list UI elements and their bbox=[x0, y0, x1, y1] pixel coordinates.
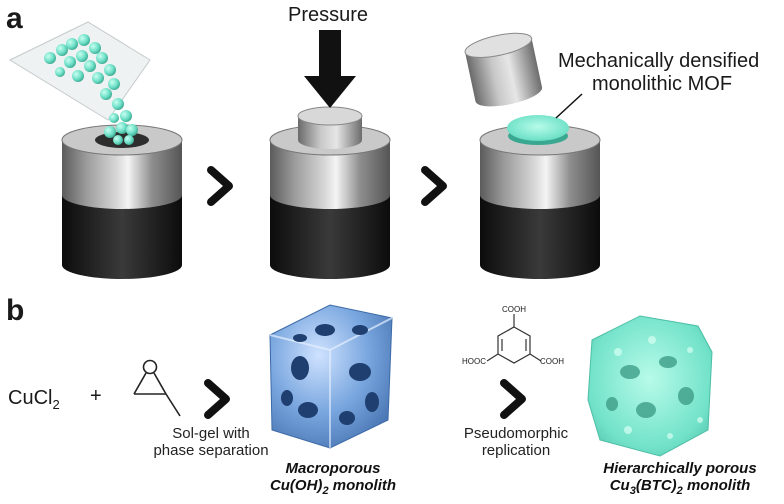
step2-label-line2: replication bbox=[481, 442, 551, 459]
precursor-cucl2: CuCl2 bbox=[8, 387, 60, 416]
densified-mof-label-line2: monolithic MOF bbox=[592, 73, 733, 95]
btc-linker-structure bbox=[486, 314, 542, 364]
product1-label-line2: Cu(OH)2 monolith bbox=[262, 477, 404, 500]
product2-label-line2: Cu3(BTC)2 monolith bbox=[580, 477, 780, 500]
product2-formula-sub2: 2 bbox=[676, 485, 683, 497]
panel-label-a: a bbox=[6, 2, 23, 35]
pressure-label: Pressure bbox=[288, 4, 369, 26]
mof-powder-particles bbox=[44, 34, 138, 145]
linker-cooh-top: COOH bbox=[502, 305, 526, 314]
chevron-arrow-icon bbox=[204, 379, 230, 419]
product2-formula-b: (BTC) bbox=[635, 477, 677, 494]
linker-cooh-right: COOH bbox=[540, 357, 564, 366]
step1-label-line2: phase separation bbox=[153, 442, 269, 459]
precursor-salt-subscript: 2 bbox=[52, 397, 60, 412]
epoxide-structure bbox=[133, 359, 181, 417]
macroporous-cuoh2-monolith bbox=[269, 304, 393, 449]
product2-formula-sub1: 3 bbox=[629, 485, 636, 497]
die-1 bbox=[61, 124, 183, 279]
product2-label: Hierarchically porous Cu3(BTC)2 monolith bbox=[580, 460, 780, 500]
chevron-arrow-icon bbox=[421, 166, 447, 206]
densified-mof-label: Mechanically densified monolithic MOF bbox=[558, 50, 780, 96]
panel-label-b: b bbox=[6, 294, 25, 327]
chevron-arrow-icon bbox=[207, 166, 233, 206]
hierarchical-cu3btc2-monolith bbox=[587, 315, 713, 457]
product1-label: Macroporous Cu(OH)2 monolith bbox=[262, 460, 404, 500]
die-2 bbox=[269, 106, 391, 279]
product1-formula-subscript: 2 bbox=[322, 485, 329, 497]
densified-mof-label-line1: Mechanically densified bbox=[558, 50, 760, 72]
product1-label-tail: monolith bbox=[328, 477, 397, 494]
plus-sign: + bbox=[90, 385, 102, 407]
step2-label-line1: Pseudomorphic bbox=[463, 425, 569, 442]
linker-cooh-left: HOOC bbox=[462, 357, 486, 366]
pressure-arrow-icon bbox=[304, 30, 356, 108]
die-3 bbox=[479, 124, 601, 279]
product2-label-line1: Hierarchically porous bbox=[603, 460, 757, 477]
step2-label: Pseudomorphic replication bbox=[456, 425, 576, 459]
densified-mof-pellet bbox=[507, 115, 569, 145]
step1-label-line1: Sol-gel with bbox=[172, 425, 250, 442]
step1-label: Sol-gel with phase separation bbox=[146, 425, 276, 459]
product2-formula-a: Cu bbox=[609, 477, 630, 494]
product1-label-line1: Macroporous bbox=[285, 460, 381, 477]
precursor-salt: CuCl bbox=[8, 387, 53, 409]
product2-label-tail: monolith bbox=[682, 477, 751, 494]
leader-line bbox=[555, 93, 583, 119]
chevron-arrow-icon bbox=[500, 379, 526, 419]
lifted-piston bbox=[464, 32, 543, 107]
product1-formula: Cu(OH) bbox=[269, 477, 323, 494]
